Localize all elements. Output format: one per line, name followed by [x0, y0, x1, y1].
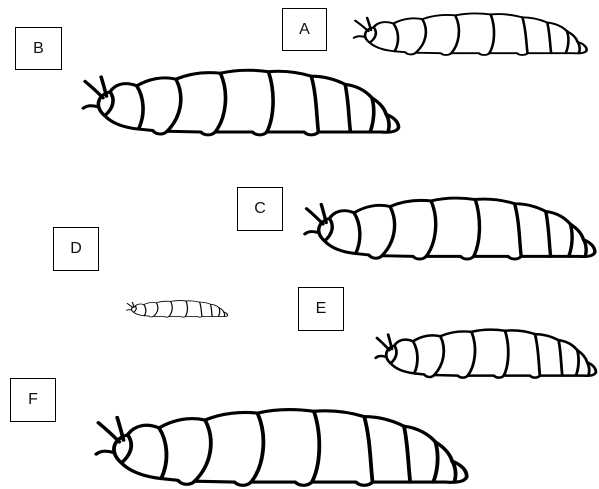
label-c: C — [237, 187, 283, 231]
label-a: A — [282, 8, 327, 51]
larva-a-icon — [350, 12, 590, 57]
larva-antenna-3 — [305, 232, 318, 234]
larva-antenna-1 — [85, 81, 103, 97]
larva-antenna-3 — [354, 36, 365, 38]
label-d: D — [53, 227, 99, 271]
larva-c-icon — [300, 196, 599, 262]
larva-antenna-1 — [355, 21, 368, 32]
larva-antenna-3 — [96, 451, 113, 454]
larva-e-icon — [372, 328, 599, 380]
label-f: F — [10, 378, 56, 422]
larva-b-icon — [78, 68, 403, 138]
larva-d-icon — [125, 300, 229, 318]
larva-antenna-2 — [388, 335, 392, 349]
label-e: E — [298, 287, 344, 331]
larva-antenna-1 — [98, 423, 119, 442]
larva-f-icon — [90, 407, 472, 489]
larva-antenna-3 — [376, 356, 386, 358]
label-b: B — [15, 27, 62, 70]
larva-antenna-3 — [127, 310, 132, 311]
larva-antenna-3 — [83, 106, 97, 108]
larva-antenna-1 — [307, 209, 323, 224]
larva-antenna-1 — [127, 303, 133, 307]
larva-antenna-1 — [377, 338, 389, 350]
